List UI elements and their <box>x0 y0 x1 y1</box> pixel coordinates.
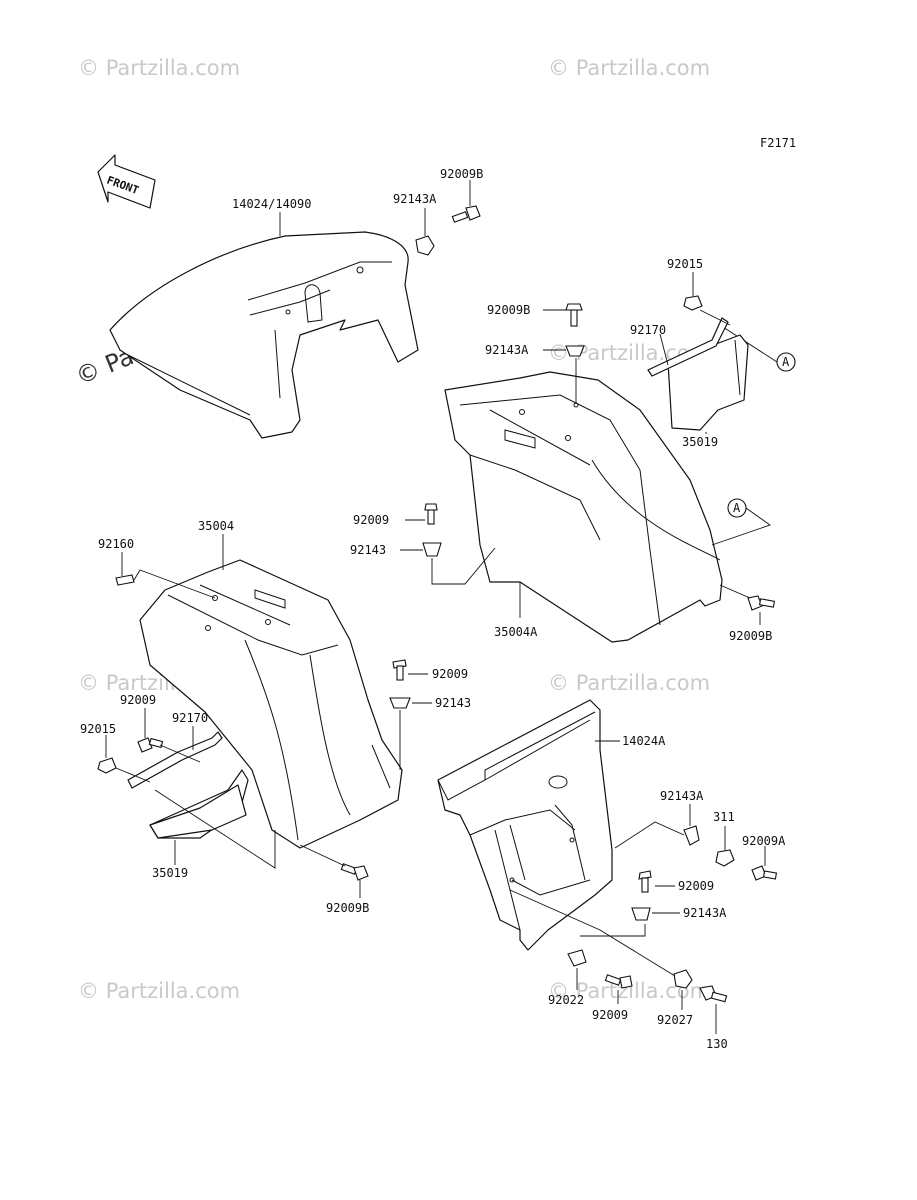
washer-92143A-br2 <box>631 907 651 921</box>
top-cover-14024 <box>109 231 419 439</box>
pad-92160 <box>115 574 135 586</box>
washer-92022 <box>567 949 587 967</box>
nut-311 <box>715 849 735 867</box>
mudflap-35019-left <box>149 769 249 839</box>
label-35004A: 35004A <box>494 625 538 639</box>
leader-92160-fender <box>133 569 216 599</box>
label-92009-br: 92009 <box>678 879 714 893</box>
label-35019-left: 35019 <box>152 866 188 880</box>
label-92009-mid: 92009 <box>353 513 389 527</box>
leader-35019-assembly <box>154 789 276 869</box>
label-92015-left: 92015 <box>80 722 116 736</box>
leader-92027-cover <box>509 889 676 977</box>
leader-92009-left-bracket <box>159 744 201 763</box>
label-35004: 35004 <box>198 519 234 533</box>
bolt-92009-left <box>137 737 164 753</box>
bracket-92170-left <box>127 731 223 789</box>
label-92170-left: 92170 <box>172 711 208 725</box>
label-14024A: 14024A <box>622 734 666 748</box>
label-92009-bottom: 92009 <box>592 1008 628 1022</box>
label-92015-right: 92015 <box>667 257 703 271</box>
bolt-92009B-top <box>451 205 481 223</box>
watermark-br: © Partzilla.com <box>548 979 710 1003</box>
watermark-tl: © Partzilla.com <box>78 56 240 80</box>
leader-92015-bracket <box>699 309 731 326</box>
reference-a-right: A <box>776 352 796 372</box>
leader-92009B-fender <box>299 844 346 867</box>
label-14024-14090: 14024/14090 <box>232 197 311 211</box>
svg-text:A: A <box>782 355 790 369</box>
label-92143A-mid: 92143A <box>485 343 529 357</box>
bolt-92009-mid <box>424 503 438 525</box>
label-92143A-br2: 92143A <box>683 906 727 920</box>
leader-92015-bracket <box>115 767 151 783</box>
front-fender-35004 <box>139 559 403 849</box>
label-92143-mid: 92143 <box>350 543 386 557</box>
watermark-tr: © Partzilla.com <box>548 56 710 80</box>
label-130: 130 <box>706 1037 728 1051</box>
bracket-92170-right <box>647 317 729 377</box>
label-92009B-mid: 92009B <box>487 303 530 317</box>
bolt-92009-br <box>638 870 652 893</box>
reference-a-mid: A <box>727 498 747 518</box>
rear-fender-35004A <box>444 371 723 643</box>
label-92022: 92022 <box>548 993 584 1007</box>
front-arrow-icon: FRONT <box>97 154 156 209</box>
label-92009B-bottom: 92009B <box>326 901 369 915</box>
washer-92143A-mid <box>565 345 585 357</box>
bolt-92009B-mid <box>565 303 583 327</box>
washer-92027 <box>673 969 693 989</box>
nut-92015-right <box>683 295 703 311</box>
bolt-92009B-bottom <box>340 863 369 881</box>
under-cover-14024A <box>437 699 613 951</box>
leader-92143A-br2-cover <box>580 924 646 937</box>
bolt-92009A <box>751 865 778 881</box>
label-92009B-right: 92009B <box>729 629 772 643</box>
label-92009B-top: 92009B <box>440 167 483 181</box>
label-92009-center: 92009 <box>432 667 468 681</box>
bolt-92009B-right <box>747 595 776 611</box>
label-35019-right: 35019 <box>682 435 718 449</box>
washer-92143-center <box>389 697 411 709</box>
label-92143A-top: 92143A <box>393 192 437 206</box>
nut-92015-left <box>97 757 117 774</box>
leader-92143-fender <box>431 547 496 585</box>
leader-a-right <box>719 324 778 363</box>
svg-text:A: A <box>733 501 741 515</box>
label-311: 311 <box>713 810 735 824</box>
label-92160: 92160 <box>98 537 134 551</box>
label-92009A: 92009A <box>742 834 786 848</box>
leader-a-mid <box>711 507 771 546</box>
label-92170-right: 92170 <box>630 323 666 337</box>
leader-92009B-right <box>719 584 751 599</box>
watermark-bl: © Partzilla.com <box>78 979 240 1003</box>
label-92143A-br: 92143A <box>660 789 704 803</box>
washer-92143A-br <box>683 825 700 846</box>
leader-92143A-br-cover <box>614 821 685 849</box>
figure-code: F2171 <box>760 136 796 150</box>
label-92027: 92027 <box>657 1013 693 1027</box>
label-92009-left: 92009 <box>120 693 156 707</box>
bolt-92009-center <box>392 659 407 681</box>
washer-92143A-top <box>415 235 435 256</box>
bolt-130 <box>699 985 728 1003</box>
watermark-mr2: © Partzilla.com <box>548 671 710 695</box>
label-92143-center: 92143 <box>435 696 471 710</box>
bolt-92009-bottom <box>604 974 633 989</box>
leader-92170-right <box>659 333 669 366</box>
washer-92143-mid <box>422 542 442 557</box>
